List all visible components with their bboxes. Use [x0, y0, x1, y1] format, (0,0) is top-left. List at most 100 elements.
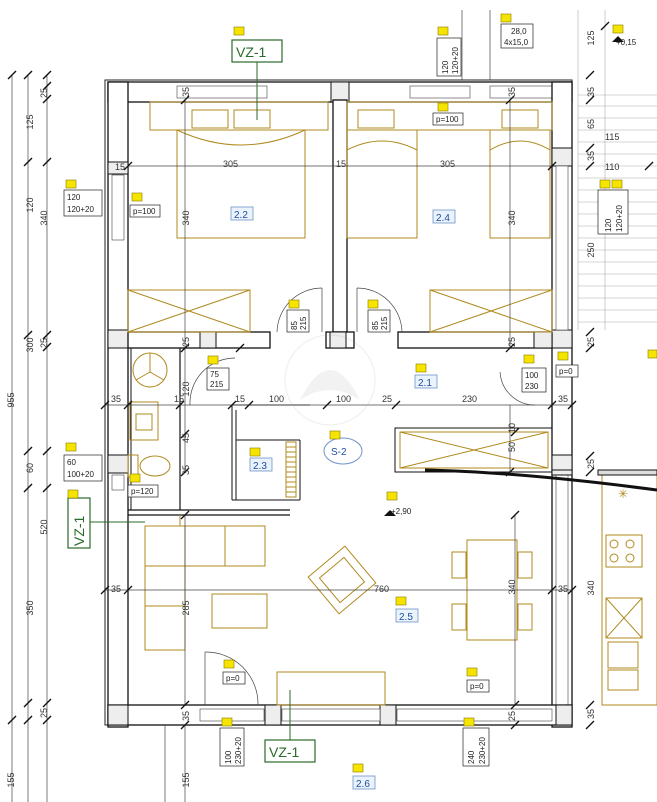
dim-25-right: 25 — [586, 337, 596, 347]
door-tag-3b: 215 — [210, 380, 224, 389]
top-sill-tag: p=100 — [436, 115, 459, 124]
dim-340-right: 340 — [586, 580, 596, 595]
dim-35-right: 35 — [586, 87, 596, 97]
right-terrace-lines — [461, 10, 657, 330]
dim-65-right: 65 — [586, 119, 596, 129]
walls — [107, 81, 573, 728]
left-window-tag-b: 120+20 — [67, 205, 94, 214]
dim-100-b: 100 — [336, 394, 351, 404]
top-window-tag-a: 120 — [441, 60, 450, 74]
dim-25-bottom: 25 — [39, 708, 49, 718]
dim-25-m: 25 — [382, 394, 392, 404]
dim-35-top: 35 — [181, 87, 191, 97]
bath-window-tag-a: 60 — [67, 458, 76, 467]
bottom-window-tag-b: 230+20 — [478, 737, 487, 764]
left-sill-tag: p=100 — [133, 207, 156, 216]
dim-45-v: 45 — [181, 433, 191, 443]
info-tags: 120 120+20 28,0 4x15,0 p=100 120 120+20 … — [63, 23, 629, 767]
door-tag-1b: 215 — [299, 316, 308, 330]
dim-25-v: 35 — [181, 465, 191, 475]
door-tag-3a: 75 — [210, 370, 219, 379]
dim-60: 60 — [25, 463, 35, 473]
room-2-4-label: 2.4 — [436, 213, 450, 224]
stair-s2-label: S-2 — [331, 447, 347, 458]
dim-25-top: 25 — [39, 88, 49, 98]
dim-15-v: 15 — [235, 394, 245, 404]
dim-340-a: 340 — [181, 210, 191, 225]
dim-15-m: 15 — [174, 394, 184, 404]
kitchen-unit: ✳ — [597, 469, 657, 706]
dim-35-top-right: 35 — [507, 87, 517, 97]
vz-top-label: VZ-1 — [236, 44, 267, 60]
small-dimension-texts: 305 305 15 15 35 35 340 340 25 25 35 15 … — [111, 87, 568, 788]
dim-350: 350 — [25, 600, 35, 615]
room-2-5-label: 2.5 — [399, 612, 413, 623]
level-top-value: +0,15 — [616, 38, 637, 47]
dim-340-left: 340 — [39, 210, 49, 225]
dim-25-mid: 25 — [39, 338, 49, 348]
dim-305-b: 305 — [440, 159, 455, 169]
dim-25-bottom-b: 25 — [507, 711, 517, 721]
dim-35-right-c: 35 — [586, 709, 596, 719]
section-cut-line — [424, 468, 657, 492]
right-dimension-texts: 115 110 125 35 65 35 250 25 25 340 35 — [585, 21, 654, 730]
top-window-tag-b: 120+20 — [451, 47, 460, 74]
dim-955: 955 — [6, 392, 16, 407]
dim-340-c: 340 — [507, 579, 517, 594]
dim-50-v: 50 — [507, 442, 517, 452]
dim-25-mid-b: 25 — [507, 337, 517, 347]
bedroom-2-2-furniture — [127, 101, 329, 333]
door-swings — [189, 287, 536, 706]
room-2-2-label: 2.2 — [234, 210, 248, 221]
dim-155-left: 155 — [6, 772, 16, 787]
interior-dimension-lines — [100, 95, 577, 802]
dim-120: 120 — [25, 197, 35, 212]
bottom-door-tag-a: 100 — [224, 750, 233, 764]
room-2-1-label: 2.1 — [418, 378, 432, 389]
room-labels: 2.2 2.4 2.1 2.3 2.5 2.6 S-2 — [230, 206, 456, 790]
bathroom-fixtures — [127, 352, 171, 478]
door-tag-4a: 100 — [525, 371, 539, 380]
bedroom-2-4-furniture — [346, 101, 553, 333]
vz-bottom-label: VZ-1 — [269, 744, 300, 760]
dim-125: 125 — [25, 114, 35, 129]
level-mid-value: +2,90 — [391, 507, 412, 516]
door-tag-2b: 215 — [380, 316, 389, 330]
dim-760: 760 — [374, 584, 389, 594]
section-markers: VZ-1 VZ-1 VZ-1 — [67, 39, 316, 763]
dim-520: 520 — [39, 519, 49, 534]
dim-230: 230 — [462, 394, 477, 404]
bath-sill-tag: p=120 — [131, 487, 154, 496]
dim-35-bl: 35 — [111, 584, 121, 594]
living-room-furniture — [144, 515, 533, 706]
dim-35-mr: 35 — [558, 394, 568, 404]
sill-tag-p0-a: p=0 — [559, 367, 573, 376]
door-tag-2a: 85 — [371, 321, 380, 330]
sill-tag-p0-c: p=0 — [470, 682, 484, 691]
bottom-door-tag-b: 230+20 — [234, 737, 243, 764]
dim-15-a: 15 — [336, 159, 346, 169]
door-tag-4b: 230 — [525, 382, 539, 391]
door-tag-1a: 85 — [290, 321, 299, 330]
dim-125-right: 125 — [586, 30, 596, 45]
level-markers: +0,15 +2,90 — [384, 36, 637, 516]
dim-305-a: 305 — [223, 159, 238, 169]
room-2-3-label: 2.3 — [253, 461, 267, 472]
stair-tag-a: 28,0 — [511, 27, 527, 36]
hall-wardrobe — [399, 431, 549, 469]
kitchen-hood-icon: ✳ — [618, 487, 628, 501]
sill-tag-p0-b: p=0 — [226, 674, 240, 683]
dim-35-bottom-a: 35 — [181, 711, 191, 721]
dim-25-mid-a: 25 — [181, 337, 191, 347]
dim-120-m: 120 — [181, 381, 191, 396]
dim-340-b: 340 — [507, 210, 517, 225]
room-2-6-label: 2.6 — [356, 779, 370, 790]
stair-tag-b: 4x15,0 — [504, 38, 529, 47]
storage-rack — [285, 441, 297, 498]
watermark-logo — [284, 334, 376, 426]
dim-115: 115 — [605, 132, 619, 142]
dim-35-right-b: 35 — [586, 151, 596, 161]
note-markers — [65, 13, 657, 773]
left-window-tag-a: 120 — [67, 193, 81, 202]
bottom-window-tag-a: 240 — [467, 750, 476, 764]
